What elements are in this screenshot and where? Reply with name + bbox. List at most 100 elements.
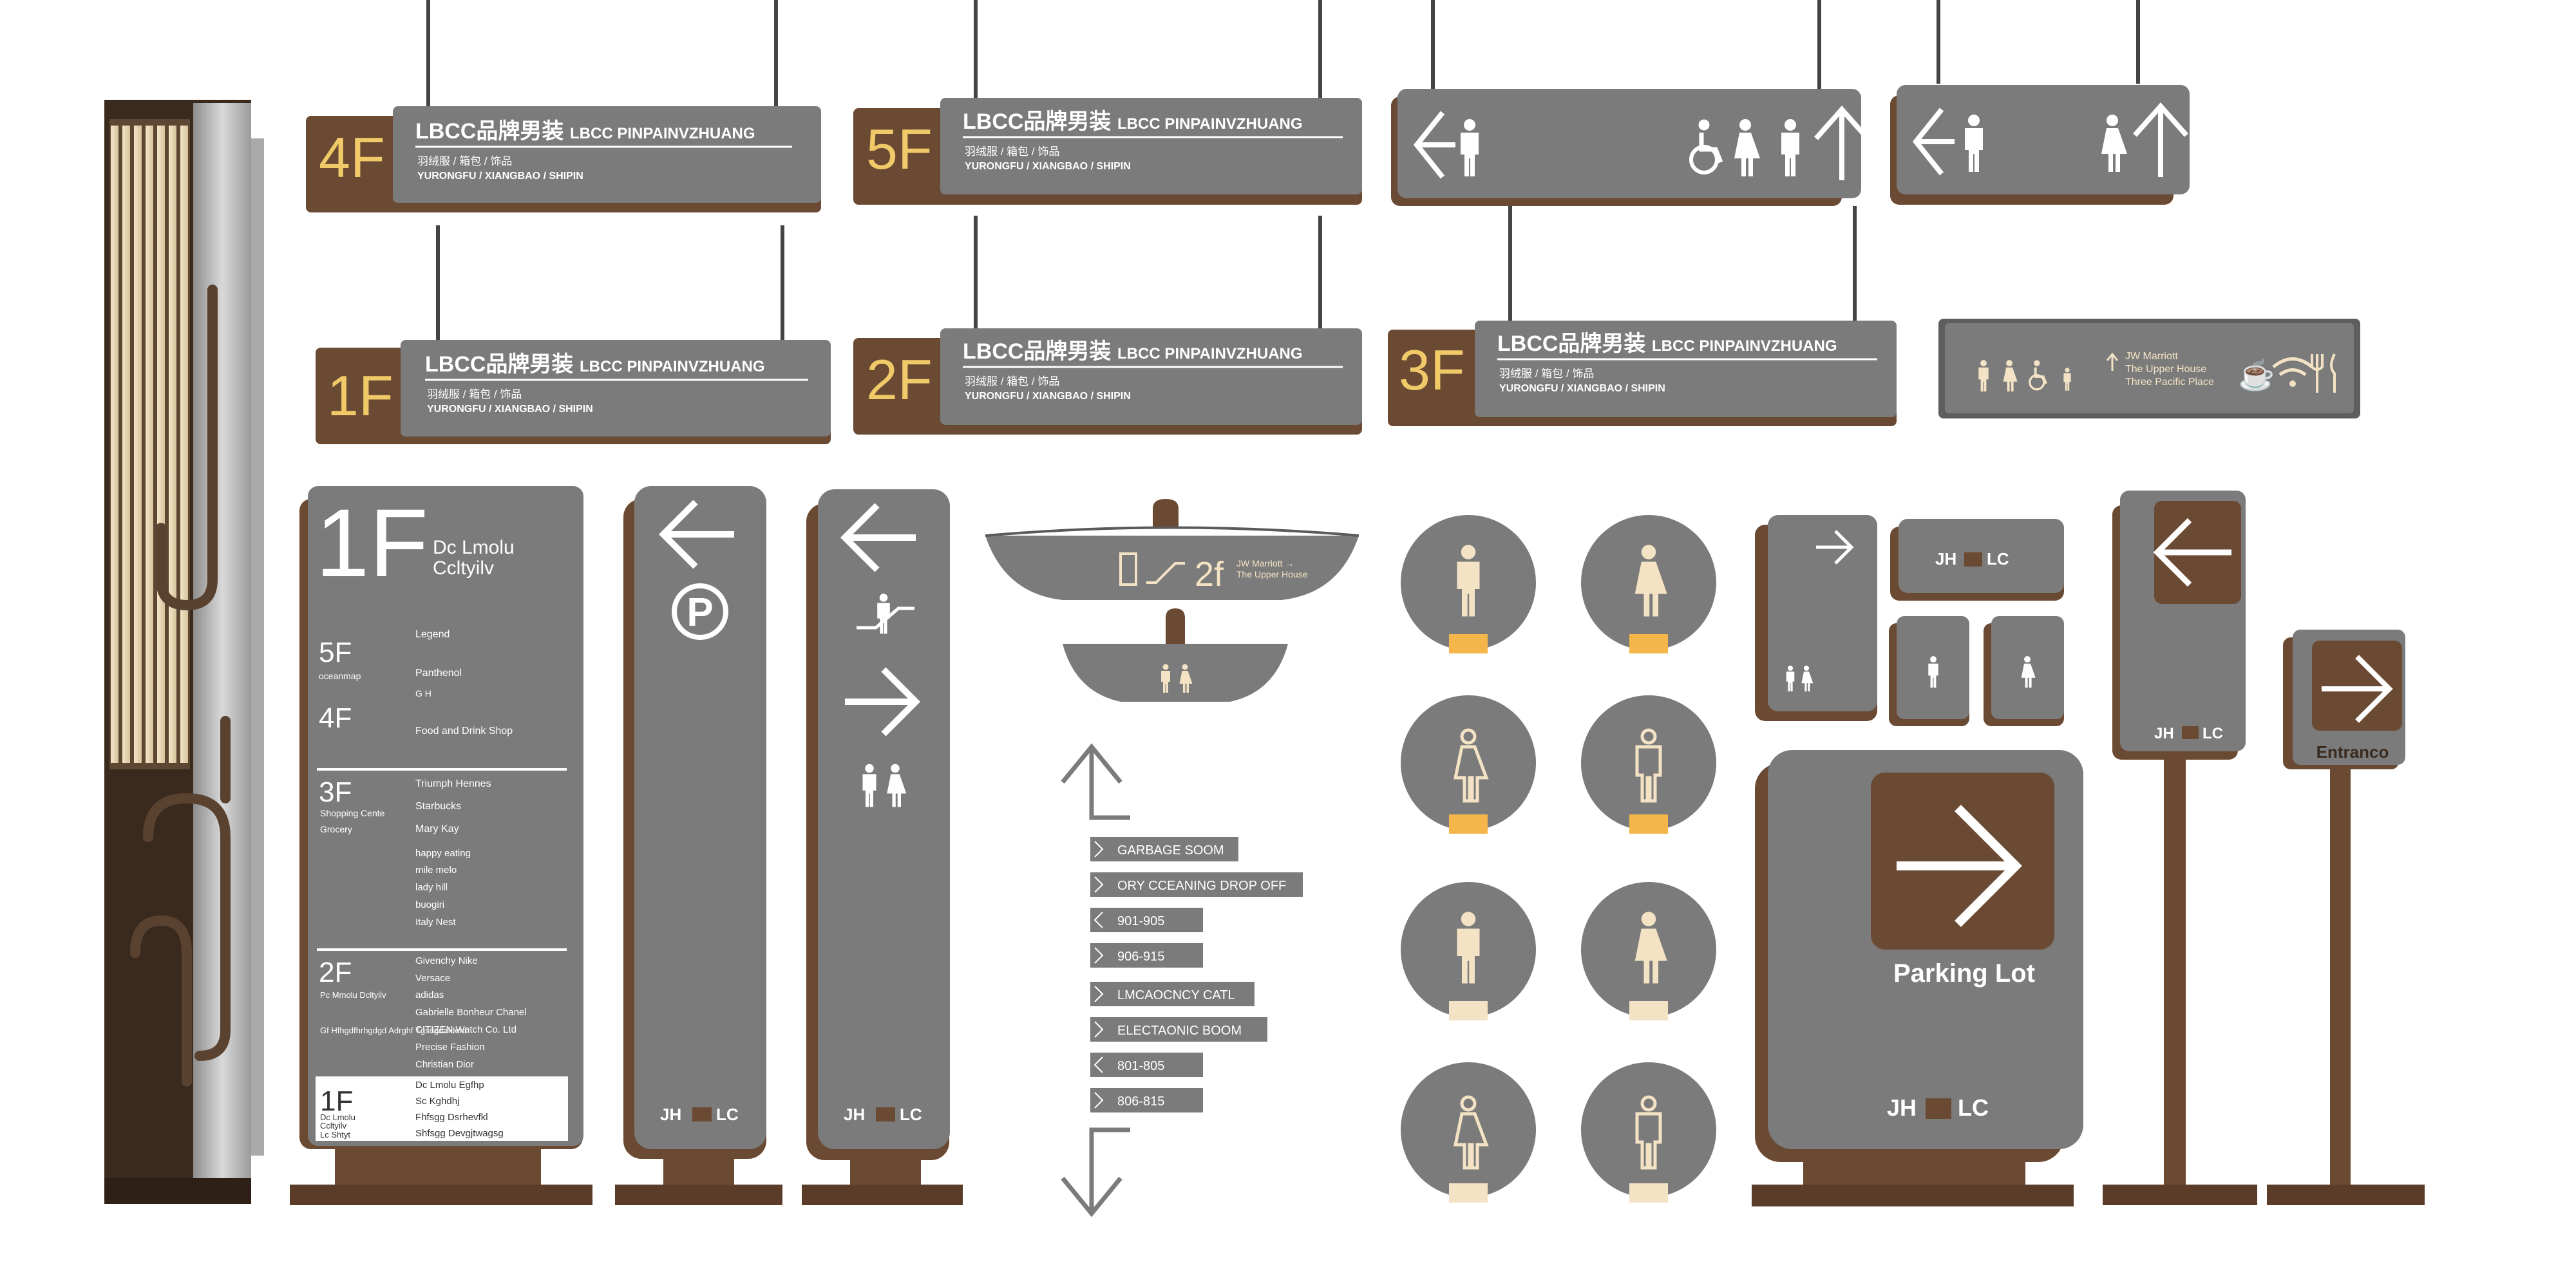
section-entry: CITIZEN Watch Co. Ltd xyxy=(415,1024,516,1035)
arrow-right-icon xyxy=(845,667,921,737)
parking-icon xyxy=(672,583,728,640)
wayfinding-row: ELECTAONIC BOOM xyxy=(1090,1017,1267,1042)
plaque-woman-1 xyxy=(1581,515,1716,653)
section-entry: G H xyxy=(415,688,431,699)
ceiling-line-2: The Upper House xyxy=(1236,569,1308,579)
ceiling-line-1: JW Marriott → xyxy=(1236,558,1294,568)
arrow-left-icon xyxy=(840,503,916,572)
legend-label: Legend xyxy=(415,629,450,640)
plaque-woman-4 xyxy=(1401,1062,1536,1203)
sign-title-en: LBCC PINPAINVZHUANG xyxy=(1117,345,1303,362)
decorative-pillar xyxy=(104,100,264,1204)
section-floor: 2F xyxy=(319,957,352,988)
section-entry: Italy Nest xyxy=(415,917,456,928)
floor-label: 5F xyxy=(866,117,933,181)
info-line-2: The Upper House xyxy=(2125,364,2206,375)
floor-label: 2F xyxy=(866,348,933,411)
sign-title-en: LBCC PINPAINVZHUANG xyxy=(580,358,765,375)
services-info-bar: JW Marriott The Upper House Three Pacifi… xyxy=(1938,319,2360,418)
brand-lc: LC xyxy=(900,1105,922,1124)
entrance-sign: Entranco xyxy=(2267,630,2425,1205)
arrow-left-icon xyxy=(2153,518,2231,587)
arrow-down-icon xyxy=(1061,1127,1130,1217)
info-line-1: JW Marriott xyxy=(2125,351,2178,362)
section-entry: lady hill xyxy=(415,882,448,893)
sign-title-cn: LBCC品牌男装 xyxy=(415,119,564,144)
plaque-man-4 xyxy=(1581,1062,1716,1203)
section-entry: Triumph Hennes xyxy=(415,778,491,789)
brand-jh: JH xyxy=(1887,1094,1917,1121)
arrow-right-icon xyxy=(1816,530,1854,565)
arrow-right-icon xyxy=(1897,805,2022,927)
hanging-sign-restrooms-2 xyxy=(1890,0,2190,205)
section-note: Grocery xyxy=(320,824,352,834)
chevron-right-icon xyxy=(1094,841,1104,858)
wall-plaque-brand: JH LC xyxy=(1890,519,2064,601)
svg-text:LMCAOCNCY CATL: LMCAOCNCY CATL xyxy=(1117,988,1235,1002)
directory-floor: 1F xyxy=(316,489,428,597)
sign-title-cn: LBCC品牌男装 xyxy=(1497,332,1645,356)
wall-plaque-restroom-arrow xyxy=(1755,515,1877,721)
sign-sub-en: YURONGFU / XIANGBAO / SHIPIN xyxy=(417,171,583,182)
footer-note: Lc Shtyt xyxy=(320,1130,350,1140)
sign-sub-en: YURONGFU / XIANGBAO / SHIPIN xyxy=(965,161,1131,172)
brand-logo-icon xyxy=(2182,726,2199,739)
ceiling-bowl-sign-small xyxy=(1063,608,1288,702)
plaque-man-3 xyxy=(1401,882,1536,1020)
footer-entry: Fhfsgg Dsrhevfkl xyxy=(415,1112,488,1123)
escalator-restroom-totem: JH LC xyxy=(802,489,963,1205)
info-line-3: Three Pacific Place xyxy=(2125,377,2214,388)
wall-plaque-man xyxy=(1889,616,1969,726)
brand-jh: JH xyxy=(660,1105,681,1124)
brand-lc: LC xyxy=(1958,1094,1989,1121)
hanging-sign-5f: 5F LBCC品牌男装 LBCC PINPAINVZHUANG 羽绒服 / 箱包… xyxy=(853,0,1362,205)
sign-sub-cn: 羽绒服 / 箱包 / 饰品 xyxy=(1499,368,1594,380)
footer-entry: Shfsgg Devgjtwagsg xyxy=(415,1128,504,1139)
chevron-right-icon xyxy=(1094,947,1104,964)
sign-title-en: LBCC PINPAINVZHUANG xyxy=(1117,115,1303,133)
chevron-left-icon xyxy=(1094,912,1103,928)
plaque-woman-2 xyxy=(1401,695,1536,834)
hanging-sign-4f: 4F LBCC品牌男装 LBCC PINPAINVZHUANG 羽绒服 / 箱包… xyxy=(306,0,821,212)
sign-title-en: LBCC PINPAINVZHUANG xyxy=(1652,337,1837,355)
sign-sub-en: YURONGFU / XIANGBAO / SHIPIN xyxy=(965,391,1131,402)
hanging-sign-3f: 3F LBCC品牌男装 LBCC PINPAINVZHUANG 羽绒服 / 箱包… xyxy=(1388,206,1897,426)
chevron-right-icon xyxy=(1094,1021,1104,1038)
wall-plaque-woman xyxy=(1984,616,2064,726)
footer-note: Ccltyilv xyxy=(320,1121,347,1131)
section-entry: Panthenol xyxy=(415,668,462,679)
footer-note: Dc Lmolu xyxy=(320,1112,355,1122)
section-entry: Precise Fashion xyxy=(415,1042,485,1053)
svg-text:ORY CCEANING DROP OFF: ORY CCEANING DROP OFF xyxy=(1117,879,1286,893)
coffee-icon: ☕ xyxy=(2238,357,2275,392)
arrow-up-icon xyxy=(2133,102,2188,177)
svg-text:901-905: 901-905 xyxy=(1117,914,1164,928)
section-entry: Gabrielle Bonheur Chanel xyxy=(415,1007,527,1018)
arrow-left-icon xyxy=(658,500,734,569)
svg-text:P: P xyxy=(687,590,713,635)
footer-floor: 1F xyxy=(320,1085,353,1117)
hanging-sign-restrooms xyxy=(1391,0,1870,206)
floor-directory-totem: 1F Dc Lmolu Ccltyilv Legend 5F oceanmap … xyxy=(290,486,592,1205)
svg-text:806-815: 806-815 xyxy=(1117,1094,1164,1109)
brand-lc: LC xyxy=(1987,549,2009,568)
section-entry: happy eating xyxy=(415,848,471,859)
section-entry: Mary Kay xyxy=(415,823,459,834)
arrow-up-icon xyxy=(2106,352,2119,371)
wayfinding-row: 901-905 xyxy=(1090,908,1203,932)
directory-heading-2: Ccltyilv xyxy=(433,558,494,579)
brand-lc: LC xyxy=(716,1105,739,1124)
brand-jh: JH xyxy=(844,1105,865,1124)
wifi-icon xyxy=(2272,357,2313,377)
chevron-left-icon xyxy=(1094,1056,1103,1073)
ceiling-bowl-sign-large: 2f JW Marriott → The Upper House xyxy=(985,499,1359,600)
escalator-icon xyxy=(1146,562,1185,584)
wayfinding-list: GARBAGE SOOM ORY CCEANING DROP OFF 901-9… xyxy=(1061,743,1303,1217)
chevron-right-icon xyxy=(1094,986,1104,1002)
section-entry: mile melo xyxy=(415,865,457,876)
svg-text:ELECTAONIC BOOM: ELECTAONIC BOOM xyxy=(1117,1024,1242,1038)
floor-label: 1F xyxy=(327,364,393,427)
section-note: Pc Mmolu Dcltyilv xyxy=(320,990,386,1000)
sign-title-cn: LBCC品牌男装 xyxy=(963,339,1111,364)
